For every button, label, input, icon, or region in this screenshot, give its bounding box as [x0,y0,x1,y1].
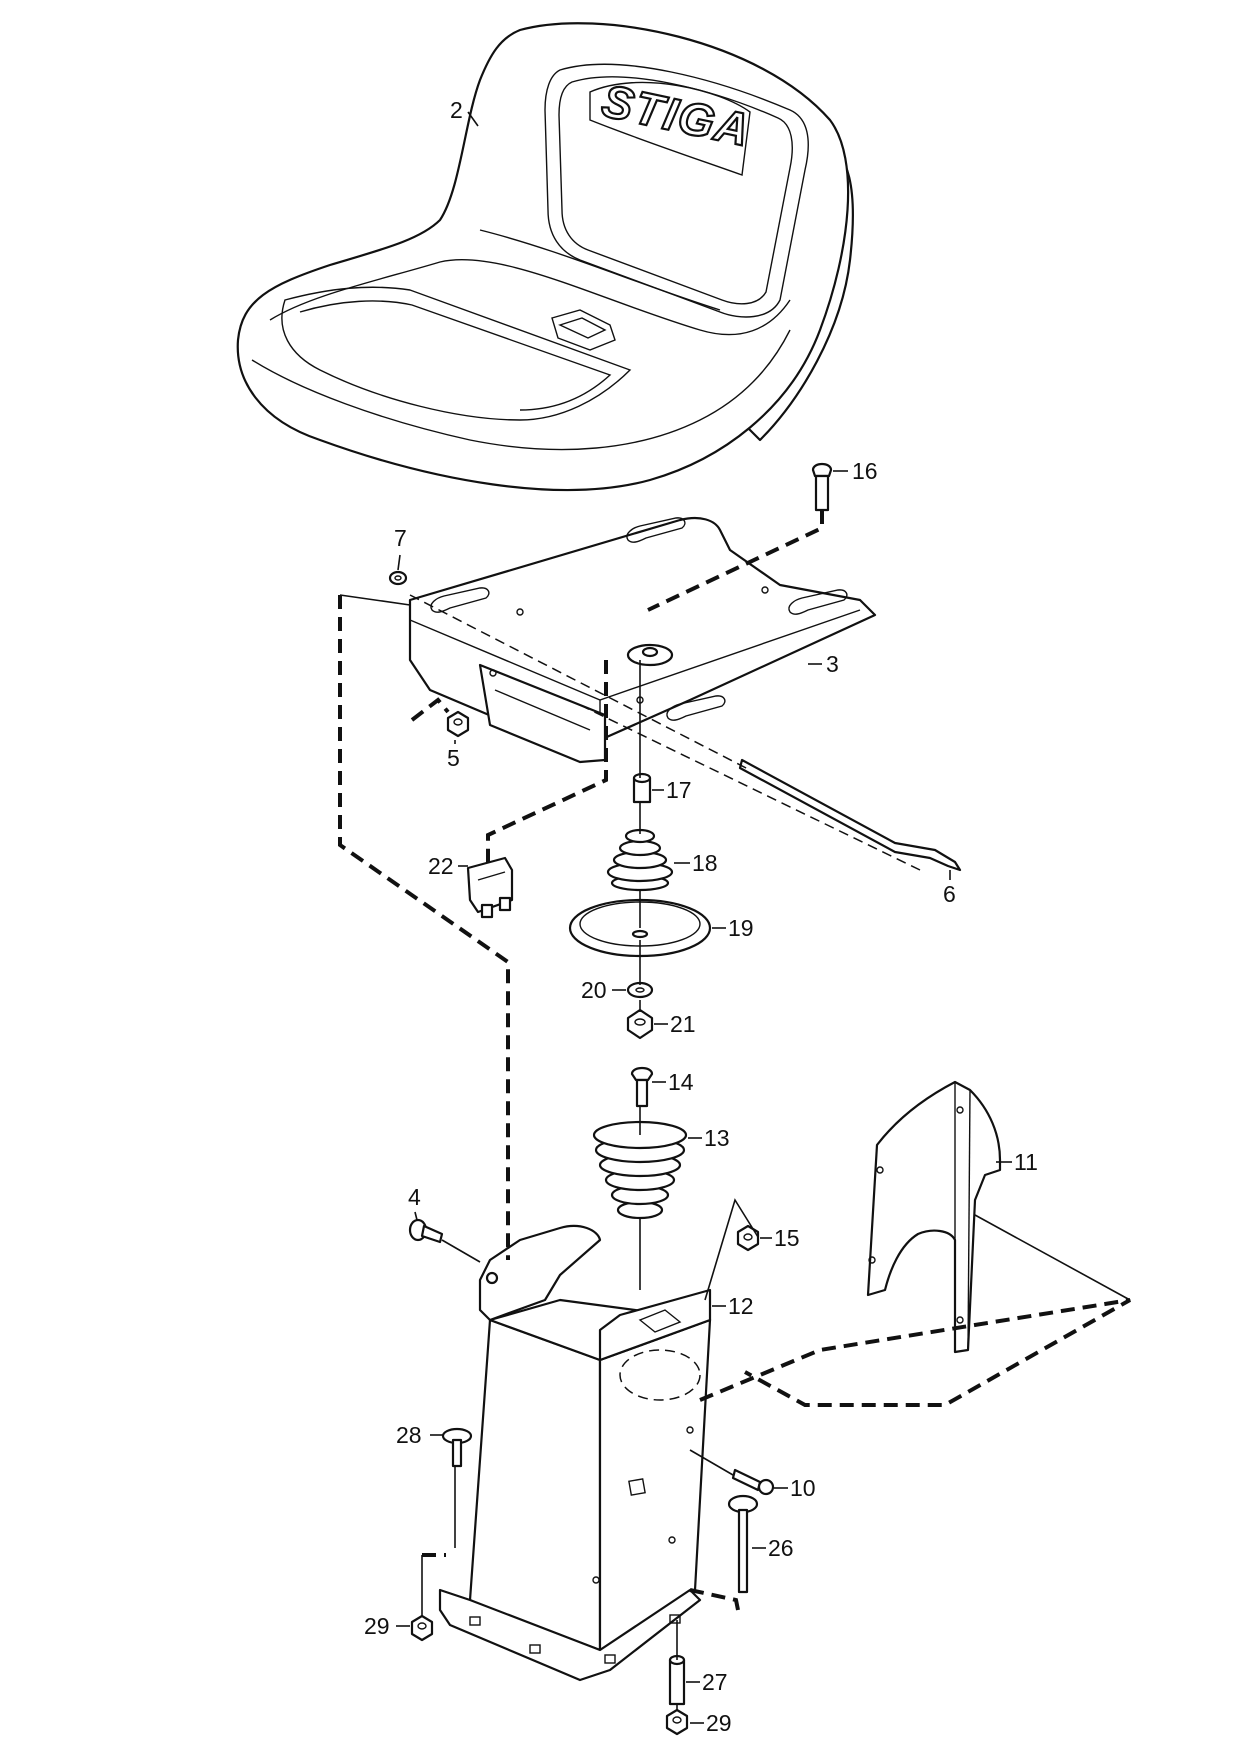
callout-3: 3 [826,651,839,677]
washer-20 [626,981,654,999]
bolt-14 [630,1066,654,1108]
callout-leaders [396,111,1012,1724]
bolt-26 [727,1494,759,1594]
nut-29-left [410,1614,434,1642]
callout-15: 15 [774,1225,800,1251]
callout-12: 12 [728,1293,754,1319]
callout-14: 14 [668,1069,694,1095]
switch-22 [466,856,514,919]
callout-26: 26 [768,1535,794,1561]
callout-10: 10 [790,1475,816,1501]
callout-29-b: 29 [706,1710,732,1736]
callout-13: 13 [704,1125,730,1151]
callout-5: 5 [447,745,460,771]
callout-11: 11 [1014,1149,1038,1175]
spacer-17 [632,772,652,804]
callout-22: 22 [428,853,454,879]
callout-2: 2 [450,97,463,123]
bolt-16 [811,462,833,512]
spring-18 [606,828,674,892]
bolt-28 [441,1427,473,1468]
callout-29-a: 29 [364,1613,390,1639]
nut-29-bottom [665,1708,689,1736]
seat-bracket [408,516,877,764]
pedestal-12 [438,1224,712,1682]
guard-11 [866,1080,1002,1354]
spring-13 [592,1120,688,1220]
callout-19: 19 [728,915,754,941]
callout-4: 4 [408,1184,421,1210]
rod [738,758,962,872]
callout-labels: 2 16 7 3 5 17 18 22 6 19 20 21 14 13 11 … [364,97,1038,1736]
assembly-lines [338,510,1131,1710]
callout-17: 17 [666,777,692,803]
callout-7: 7 [394,525,407,551]
callout-6: 6 [943,881,956,907]
screw-10 [731,1468,775,1496]
nut-5 [446,710,470,738]
callout-21: 21 [670,1011,696,1037]
callout-20: 20 [581,977,607,1003]
seat: STIGA [236,22,855,492]
nut-21 [626,1008,654,1040]
callout-27: 27 [702,1669,728,1695]
washer-7 [388,570,408,586]
spacer-27 [668,1654,686,1706]
callout-16: 16 [852,458,878,484]
nut-15 [736,1224,760,1252]
callout-18: 18 [692,850,718,876]
callout-28: 28 [396,1422,422,1448]
bolt-4 [408,1218,444,1244]
